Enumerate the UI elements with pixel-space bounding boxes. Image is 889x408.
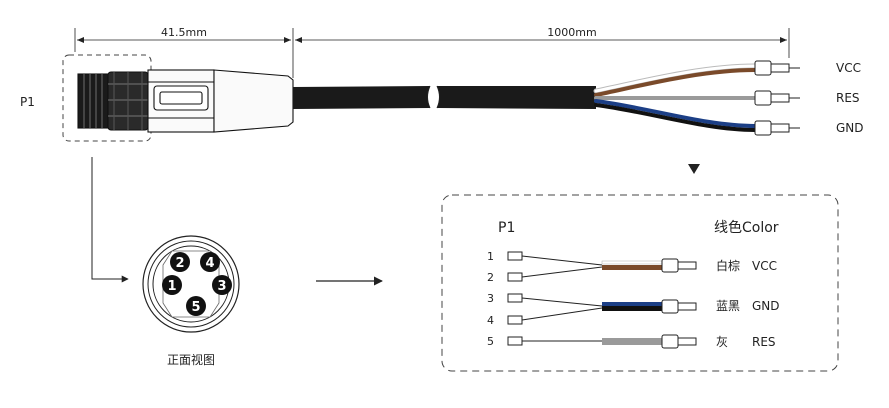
wire-end-label-gnd: GND (836, 121, 864, 135)
dimension-connector-label: 41.5mm (161, 26, 207, 39)
pinout-ferrules (661, 258, 697, 349)
svg-text:3: 3 (217, 279, 226, 294)
svg-text:4: 4 (205, 256, 214, 271)
svg-text:5: 5 (191, 300, 200, 315)
pinout-color-res: 灰 (716, 335, 728, 349)
pinout-signal-vcc: VCC (752, 259, 777, 273)
pinout-row-gnd (602, 302, 662, 311)
pin-4: 4 (200, 252, 220, 272)
pinout-row-res (602, 338, 662, 345)
wire-vcc-brown (594, 68, 757, 97)
connector-dashed-outline (62, 54, 152, 142)
pin-2: 2 (170, 252, 190, 272)
svg-text:2: 2 (175, 256, 184, 271)
pinout-row-vcc (601, 260, 663, 270)
dimension-cable-label: 1000mm (547, 26, 596, 39)
wire-gnd-blue (594, 99, 757, 128)
cable-jacket (293, 85, 596, 109)
ferrule-res (754, 90, 800, 106)
pin-number-2: 2 (487, 271, 494, 284)
pin-join-lines (521, 255, 603, 342)
pin-1: 1 (162, 275, 182, 295)
connector-coupling-nut (107, 71, 149, 131)
pin-3: 3 (212, 275, 232, 295)
pin-5: 5 (186, 296, 206, 316)
connector-name-label: P1 (20, 95, 35, 109)
pin-numbers: 1 2 3 4 5 (487, 250, 494, 348)
wire-fanout (593, 63, 758, 132)
pinout-header: 线色Color (714, 219, 779, 236)
connector-thread (77, 73, 109, 129)
down-arrow-marker (688, 164, 700, 174)
pinout-color-vcc: 白棕 (716, 258, 740, 273)
pin-number-5: 5 (487, 335, 494, 348)
dimension-lines (74, 28, 790, 78)
pinout-color-gnd: 蓝黑 (716, 299, 740, 313)
pin-number-1: 1 (487, 250, 494, 263)
front-view-caption: 正面视图 (167, 352, 215, 367)
pinout-dashed-box (441, 194, 839, 372)
front-view: 1 2 4 3 5 (142, 235, 240, 333)
pinout-signal-gnd: GND (752, 299, 780, 313)
arrow-to-front-view (91, 157, 129, 283)
ferrules (754, 60, 800, 136)
connector-boot (213, 69, 294, 133)
pinout-signal-res: RES (752, 335, 776, 349)
wire-end-label-vcc: VCC (836, 61, 861, 75)
pin-stubs (507, 251, 523, 346)
wire-end-label-res: RES (836, 91, 860, 105)
ferrule-vcc (754, 60, 800, 76)
pin-number-3: 3 (487, 292, 494, 305)
svg-text:1: 1 (167, 279, 176, 294)
connector-body (77, 69, 294, 133)
ferrule-gnd (754, 120, 800, 136)
pin-number-4: 4 (487, 314, 494, 327)
wire-gnd-black (594, 103, 757, 132)
pinout-title: P1 (498, 220, 515, 236)
